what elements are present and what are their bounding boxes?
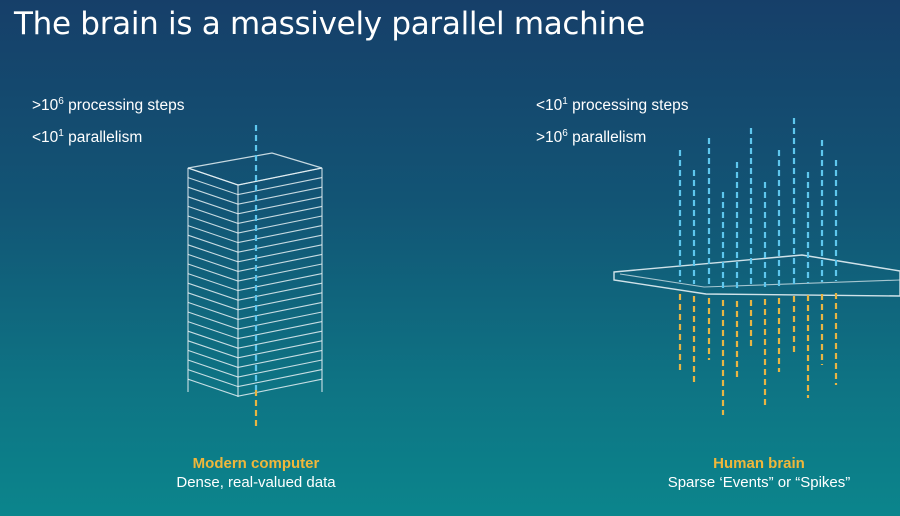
tower-layer	[187, 349, 323, 368]
tower-layer	[187, 215, 323, 234]
computer-parallelism-stat: <101 parallelism	[32, 127, 143, 146]
brain-parallelism-stat: >106 parallelism	[536, 127, 647, 146]
tower-layer	[187, 234, 323, 253]
tower-layer	[187, 311, 323, 330]
tower-layer	[187, 292, 323, 311]
brain-description: Sparse ‘Events” or “Spikes”	[667, 474, 851, 491]
tower-layer	[187, 205, 323, 224]
brain-plane-inner	[619, 273, 900, 288]
computer-description: Dense, real-valued data	[176, 474, 336, 491]
tower-layer	[187, 369, 323, 388]
tower-layer	[187, 263, 323, 282]
computer-caption: Modern computer Dense, real-valued data	[126, 455, 386, 491]
brain-plane	[613, 254, 900, 297]
computer-steps-stat: >106 processing steps	[32, 95, 185, 114]
tower-layer	[187, 244, 323, 263]
brain-spike-lines	[613, 118, 900, 415]
tower-layer	[187, 225, 323, 244]
tower-top-face	[187, 152, 323, 186]
brain-label: Human brain	[713, 455, 805, 472]
computer-label: Modern computer	[192, 455, 320, 472]
tower-layer	[187, 378, 323, 397]
tower-layer	[187, 330, 323, 349]
tower-layer	[187, 273, 323, 292]
slide-title: The brain is a massively parallel machin…	[14, 6, 645, 42]
brain-steps-stat: <101 processing steps	[536, 95, 689, 114]
tower-layer	[187, 282, 323, 301]
brain-caption: Human brain Sparse ‘Events” or “Spikes”	[629, 455, 889, 491]
tower-layer	[187, 340, 323, 359]
tower-layer	[187, 359, 323, 378]
tower-layer	[187, 186, 323, 205]
tower-layer	[187, 177, 323, 196]
tower-layer	[187, 321, 323, 340]
computer-layer-stack	[187, 125, 323, 428]
tower-layer	[187, 196, 323, 215]
tower-layer	[187, 253, 323, 272]
tower-layer	[187, 301, 323, 320]
